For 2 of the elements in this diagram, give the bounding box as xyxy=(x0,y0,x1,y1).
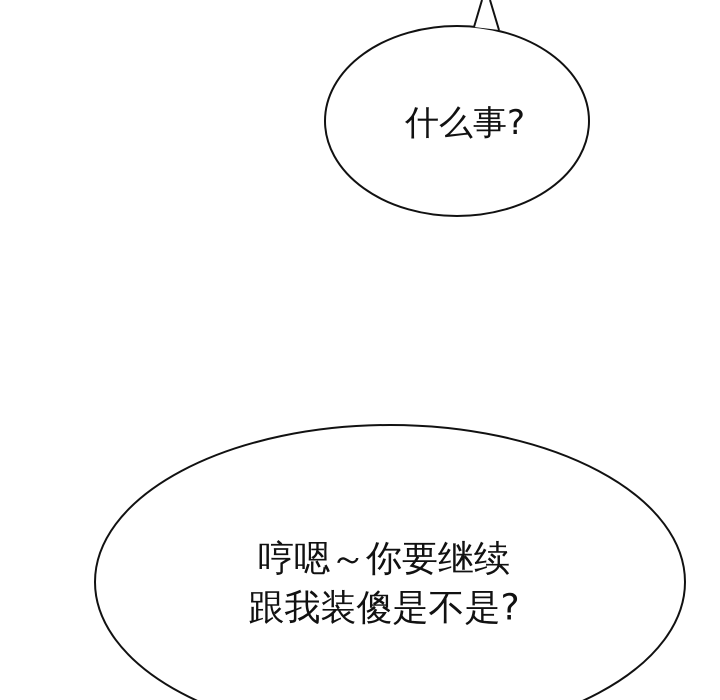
dialogue-text: 哼嗯～你要继续跟我装傻是不是? xyxy=(247,537,521,630)
dialogue-text: 什么事? xyxy=(404,102,526,146)
